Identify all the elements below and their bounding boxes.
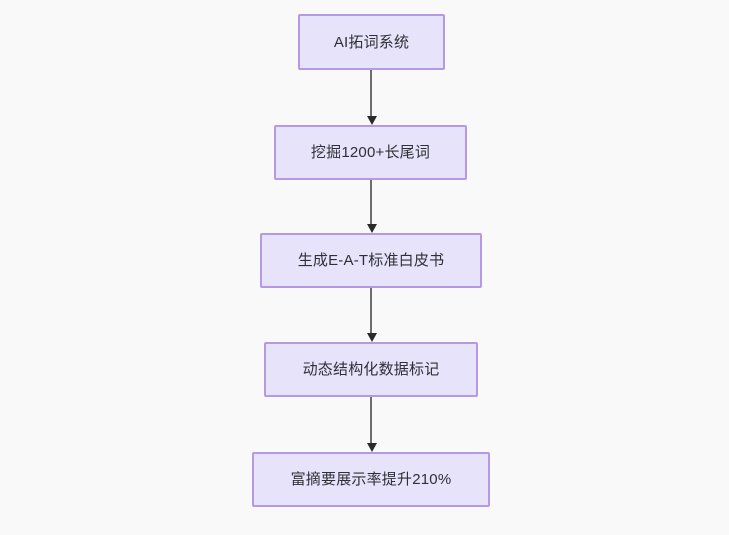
flow-node[interactable]: AI拓词系统	[298, 14, 445, 70]
flow-node[interactable]: 动态结构化数据标记	[264, 342, 478, 397]
flow-node[interactable]: 挖掘1200+长尾词	[274, 125, 467, 180]
edge-line	[370, 180, 372, 225]
arrowhead-icon	[367, 224, 377, 233]
flow-node-label: AI拓词系统	[333, 33, 410, 51]
flow-node[interactable]: 生成E-A-T标准白皮书	[260, 233, 482, 288]
flow-node-label: 生成E-A-T标准白皮书	[297, 252, 445, 269]
arrowhead-icon	[367, 333, 377, 342]
edge-line	[370, 397, 372, 444]
flow-node-label: 挖掘1200+长尾词	[310, 144, 431, 161]
flow-node-label: 富摘要展示率提升210%	[290, 471, 452, 488]
flow-node-label: 动态结构化数据标记	[302, 361, 440, 378]
arrowhead-icon	[367, 116, 377, 125]
edge-line	[370, 288, 372, 334]
arrowhead-icon	[367, 443, 377, 452]
edge-line	[370, 70, 372, 117]
flow-node[interactable]: 富摘要展示率提升210%	[252, 452, 490, 507]
